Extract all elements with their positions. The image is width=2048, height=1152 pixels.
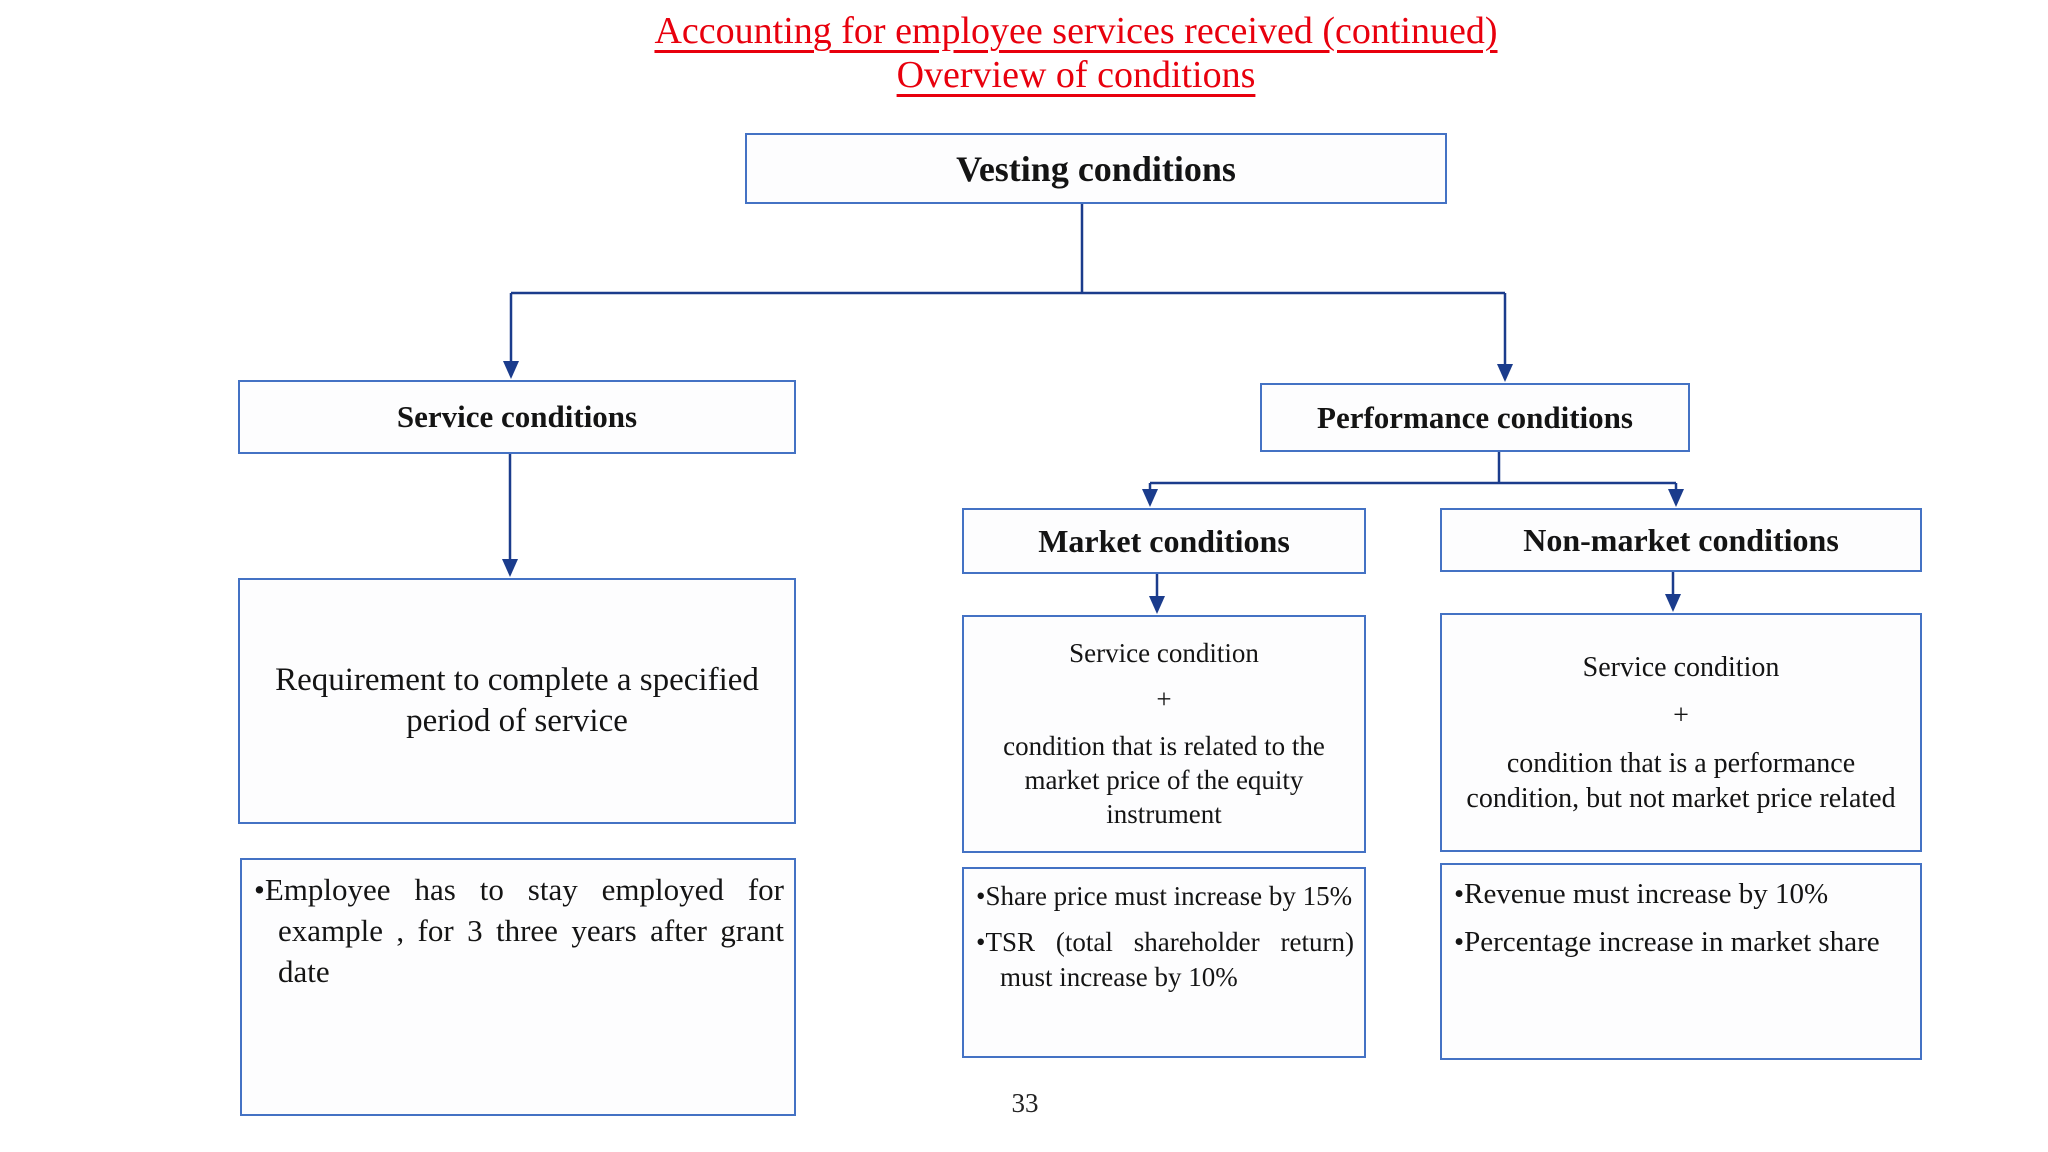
slide-title-line-2: Overview of conditions — [896, 54, 1256, 96]
arrowhead-market-desc — [1149, 596, 1165, 614]
non-market-desc-line1: Service condition — [1582, 651, 1780, 683]
market-conditions-box: Market conditions — [962, 508, 1366, 574]
non-market-examples-box: •Revenue must increase by 10% •Percentag… — [1440, 863, 1922, 1060]
market-conditions-label: Market conditions — [1038, 522, 1290, 559]
non-market-condition-description-box: Service condition + condition that is a … — [1440, 613, 1922, 852]
non-market-conditions-box: Non-market conditions — [1440, 508, 1922, 572]
service-requirement-box: Requirement to complete a specified peri… — [238, 578, 796, 824]
market-examples-box: •Share price must increase by 15% •TSR (… — [962, 867, 1366, 1058]
service-example-list: •Employee has to stay employed for examp… — [242, 866, 794, 1003]
market-desc-plus: + — [1156, 684, 1172, 715]
vesting-conditions-box: Vesting conditions — [745, 133, 1447, 204]
arrowhead-performance — [1497, 364, 1513, 382]
slide-title-line-1: Accounting for employee services receive… — [654, 10, 1498, 52]
non-market-examples-list: •Revenue must increase by 10% •Percentag… — [1442, 871, 1920, 972]
service-conditions-box: Service conditions — [238, 380, 796, 454]
performance-conditions-box: Performance conditions — [1260, 383, 1690, 452]
vesting-conditions-label: Vesting conditions — [956, 148, 1236, 189]
arrowhead-service — [503, 361, 519, 379]
service-requirement-text: Requirement to complete a specified peri… — [275, 661, 759, 739]
arrowhead-requirement — [502, 559, 518, 577]
non-market-example-item: •Revenue must increase by 10% — [1454, 878, 1829, 910]
performance-conditions-label: Performance conditions — [1317, 399, 1633, 435]
arrowhead-nonmarket-desc — [1665, 594, 1681, 612]
market-examples-list: •Share price must increase by 15% •TSR (… — [964, 875, 1364, 1006]
service-conditions-label: Service conditions — [396, 399, 638, 434]
service-example-item: •Employee has to stay employed for examp… — [254, 872, 784, 989]
non-market-conditions-label: Non-market conditions — [1523, 521, 1839, 558]
non-market-desc-line2: condition that is a performance conditio… — [1466, 747, 1896, 814]
market-example-item: •Share price must increase by 15% — [976, 881, 1353, 911]
market-desc-line2: condition that is related to the market … — [1003, 731, 1325, 829]
page-number: 33 — [1011, 1088, 1039, 1118]
non-market-example-item: •Percentage increase in market share — [1454, 926, 1880, 959]
market-example-item: •TSR (total shareholder return) must inc… — [976, 926, 1354, 993]
arrowhead-market — [1142, 489, 1158, 507]
market-desc-line1: Service condition — [1069, 637, 1259, 668]
slide-title: Accounting for employee services receive… — [102, 12, 2048, 94]
market-condition-description-box: Service condition + condition that is re… — [962, 615, 1366, 853]
non-market-desc-plus: + — [1673, 699, 1689, 731]
arrowhead-nonmarket — [1668, 489, 1684, 507]
service-example-box: •Employee has to stay employed for examp… — [240, 858, 796, 1116]
